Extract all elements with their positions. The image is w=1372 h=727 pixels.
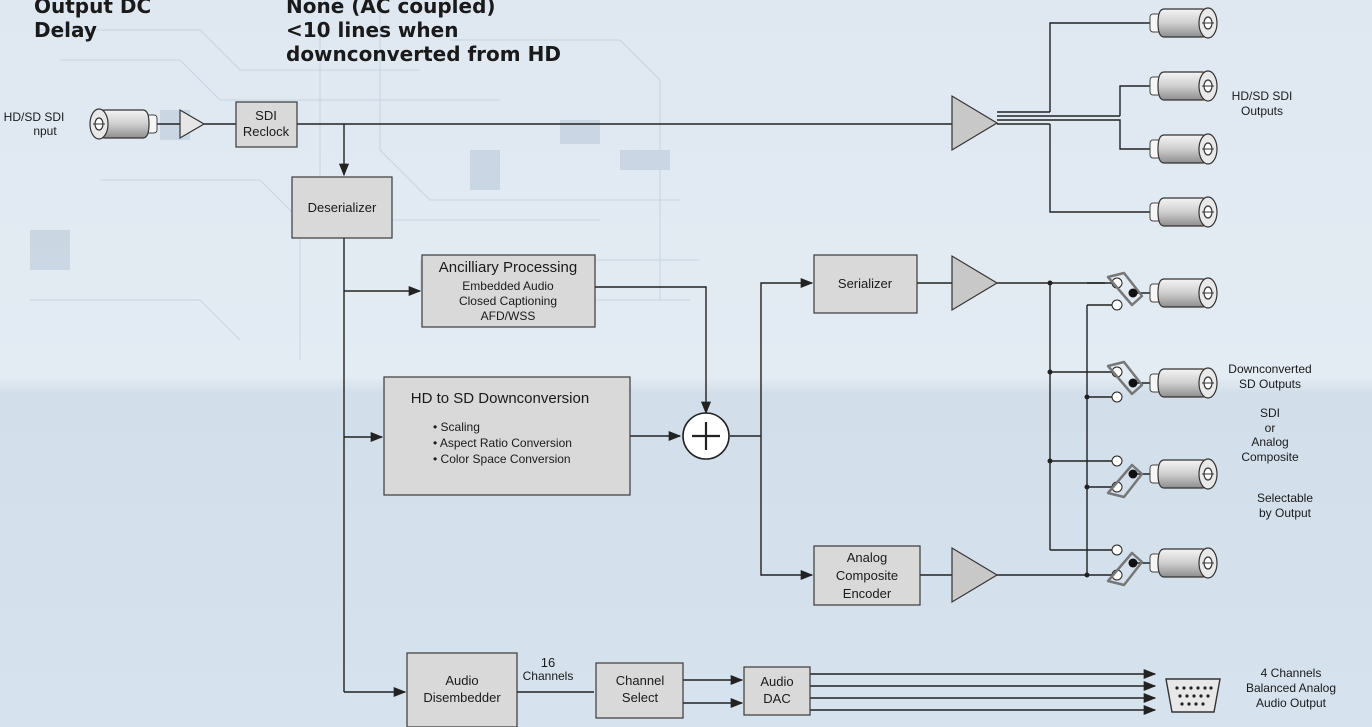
hd-distribution-amp [951,94,999,152]
channel-select-line1: Channel [616,673,665,688]
channel-select-line2: Select [622,690,659,705]
hd-outputs-label-line2: Outputs [1241,104,1283,118]
output-switch-1 [1106,271,1144,311]
downconversion-title: HD to SD Downconversion [411,390,589,407]
hd-output-bnc-1 [1149,7,1218,39]
ancillary-item-2: Closed Captioning [459,294,557,308]
audio-dac-line2: DAC [763,691,790,706]
downconverted-line7: Selectable [1257,491,1313,505]
junction-dots [1047,280,1090,578]
channel-select-block [595,662,684,719]
sdi-output-amp [951,254,999,312]
analog-encoder-line2: Composite [836,568,898,583]
spec-value-delay-line2: downconverted from HD [286,42,561,66]
spec-label-delay: Delay [34,18,97,42]
audio-output-line2: Balanced Analog [1246,681,1336,695]
input-bnc-connector [90,109,157,139]
deserializer-label: Deserializer [308,200,377,215]
downconverted-line3: SDI [1260,406,1280,420]
audio-output-line3: Audio Output [1256,696,1327,710]
ancillary-item-3: AFD/WSS [481,309,536,323]
analog-encoder-line3: Encoder [843,586,892,601]
sd-output-bnc-2 [1149,367,1218,399]
audio-dac-line1: Audio [760,674,793,689]
summing-junction-icon [682,412,730,460]
analog-encoder-block [813,545,921,606]
output-switch-4 [1106,544,1144,587]
downconversion-item-3: • Color Space Conversion [433,452,571,466]
channels-label: Channels [523,669,574,683]
downconverted-line5: Analog [1251,435,1288,449]
audio-disembedder-line1: Audio [445,673,478,688]
downconversion-item-1: • Scaling [433,420,480,434]
ancillary-title: Ancilliary Processing [439,259,577,276]
audio-disembedder-block [406,652,518,727]
input-label-line1: HD/SD SDI [4,110,65,124]
spec-value-output-dc: None (AC coupled) [286,0,496,18]
audio-output-line1: 4 Channels [1261,666,1322,680]
downconverted-outputs-label: Downconverted SD Outputs SDI or Analog C… [1228,362,1313,520]
signal-wires [152,22,1160,716]
channels-count: 16 [541,655,555,670]
serializer-label: Serializer [838,276,893,291]
hd-outputs-label-line1: HD/SD SDI [1232,89,1293,103]
downconverted-line1: Downconverted [1228,362,1311,376]
audio-disembedder-line2: Disembedder [423,690,501,705]
analog-encoder-line1: Analog [847,550,887,565]
downconversion-item-2: • Aspect Ratio Conversion [433,436,572,450]
sdi-reclock-block [235,101,298,148]
audio-dac-block [743,666,811,716]
sdi-reclock-line1: SDI [255,108,277,123]
sdi-reclock-line2: Reclock [243,124,290,139]
analog-output-amp [951,546,999,604]
downconverted-line6: Composite [1241,450,1299,464]
input-label-line2: nput [33,124,57,138]
ancillary-item-1: Embedded Audio [462,279,554,293]
deserializer-block [291,176,393,239]
db15-connector-icon [1165,678,1221,713]
input-buffer-amp [179,108,206,140]
output-switch-3 [1106,455,1144,499]
downconverted-line8: by Output [1259,506,1312,520]
spec-value-delay-line1: <10 lines when [286,18,459,42]
hd-output-bnc-4 [1149,196,1218,228]
spec-labels: Output DC Delay [34,0,151,42]
ancillary-processing-block [421,254,596,328]
spec-values: None (AC coupled) <10 lines when downcon… [286,0,561,66]
sd-output-bnc-4 [1149,547,1218,579]
spec-label-output-dc: Output DC [34,0,152,18]
sd-output-bnc-3 [1149,458,1218,490]
serializer-block [813,254,918,314]
downconversion-block [383,376,631,496]
hd-output-bnc-3 [1149,133,1218,165]
output-switch-2 [1106,360,1144,403]
hd-output-bnc-2 [1149,70,1218,102]
downconverted-line2: SD Outputs [1239,377,1301,391]
sd-output-bnc-1 [1149,277,1218,309]
downconverted-line4: or [1265,421,1276,435]
